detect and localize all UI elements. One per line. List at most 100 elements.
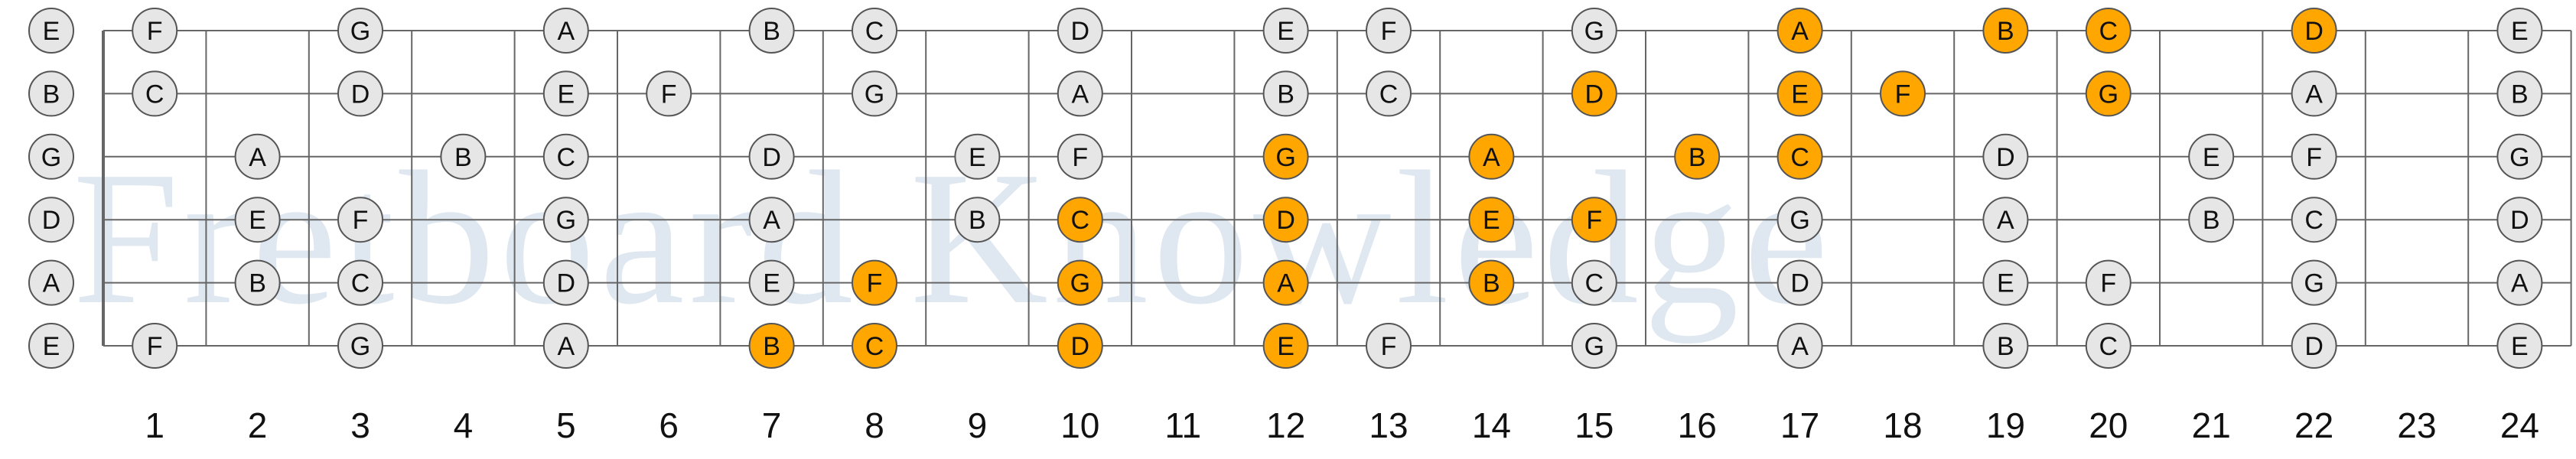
highlighted-note: B — [748, 323, 795, 369]
note-label: B — [2203, 206, 2220, 235]
highlighted-note-marker — [1262, 323, 1309, 369]
highlighted-note-marker — [2085, 70, 2131, 117]
fret-note: E — [2188, 133, 2235, 180]
highlighted-note-marker — [1776, 70, 1823, 117]
note-label: E — [2511, 17, 2529, 46]
note-label: E — [249, 206, 266, 235]
note-marker — [542, 197, 589, 243]
fretboard-grid — [102, 30, 2572, 347]
fret-note: E — [1262, 8, 1309, 54]
note-marker — [1571, 259, 1617, 306]
highlighted-note-marker — [1262, 133, 1309, 180]
note-marker — [748, 259, 795, 306]
note-label: C — [2099, 332, 2118, 361]
fret-number: 10 — [1060, 405, 1099, 445]
note-label: F — [353, 206, 369, 235]
note-marker — [1366, 8, 1412, 54]
note-label: E — [1483, 206, 1500, 235]
note-label: D — [351, 80, 370, 109]
note-label: D — [2304, 332, 2324, 361]
note-marker — [2496, 259, 2543, 306]
highlighted-note-marker — [1674, 133, 1721, 180]
note-marker — [1776, 197, 1823, 243]
fret-note: G — [1776, 197, 1823, 243]
note-label: C — [865, 17, 884, 46]
note-marker — [852, 8, 897, 54]
note-label: E — [1277, 332, 1295, 361]
note-marker — [1982, 197, 2029, 243]
fret-note: B — [2188, 197, 2235, 243]
note-label: C — [1071, 206, 1090, 235]
fret-note: F — [1366, 8, 1412, 54]
highlighted-note-marker — [1057, 323, 1103, 369]
note-marker — [646, 70, 692, 117]
note-marker — [234, 133, 281, 180]
note-label: A — [557, 17, 575, 46]
note-label: E — [2203, 143, 2220, 172]
note-label: F — [147, 332, 163, 361]
highlighted-note: B — [1468, 259, 1515, 306]
fret-note: A — [748, 197, 795, 243]
note-label: A — [1483, 143, 1500, 172]
note-label: A — [1071, 80, 1089, 109]
note-marker — [2085, 259, 2131, 306]
highlighted-note: D — [2291, 8, 2337, 54]
note-marker — [748, 197, 795, 243]
open-string-note: A — [28, 259, 74, 306]
note-label: G — [2304, 269, 2324, 298]
note-label: D — [557, 269, 576, 298]
note-label: D — [1276, 206, 1295, 235]
fret-number: 11 — [1164, 405, 1201, 445]
fret-note: E — [954, 133, 1001, 180]
highlighted-note: B — [1674, 133, 1721, 180]
note-marker — [542, 133, 589, 180]
note-label: A — [1791, 332, 1809, 361]
note-label: D — [1996, 143, 2015, 172]
fret-note: C — [337, 259, 383, 306]
highlighted-note: E — [1262, 323, 1309, 369]
fret-note: D — [2496, 197, 2543, 243]
fret-note: A — [542, 323, 589, 369]
highlighted-note: F — [852, 259, 897, 306]
note-label: G — [350, 332, 370, 361]
note-label: F — [1586, 206, 1602, 235]
note-marker — [1571, 8, 1617, 54]
note-label: F — [1381, 17, 1397, 46]
fret-number: 7 — [762, 405, 782, 445]
note-marker — [337, 323, 383, 369]
fret-note: G — [1571, 8, 1617, 54]
note-label: D — [1585, 80, 1604, 109]
open-string-note: E — [28, 323, 74, 369]
fret-number: 2 — [248, 405, 268, 445]
highlighted-note-marker — [1571, 70, 1617, 117]
fret-note: A — [234, 133, 281, 180]
note-marker — [28, 323, 74, 369]
fret-note: F — [1057, 133, 1103, 180]
fret-number: 3 — [350, 405, 370, 445]
highlighted-note-marker — [2291, 8, 2337, 54]
fret-note: G — [542, 197, 589, 243]
fret-note: A — [2496, 259, 2543, 306]
highlighted-note: G — [1057, 259, 1103, 306]
note-label: B — [249, 269, 266, 298]
fret-note: D — [337, 70, 383, 117]
note-marker — [542, 323, 589, 369]
fret-note: E — [2496, 323, 2543, 369]
note-label: E — [1997, 269, 2014, 298]
note-label: G — [2099, 80, 2118, 109]
note-label: G — [865, 80, 884, 109]
note-marker — [1262, 8, 1309, 54]
note-marker — [542, 70, 589, 117]
highlighted-note: E — [1468, 197, 1515, 243]
note-label: F — [661, 80, 677, 109]
fret-number: 5 — [556, 405, 576, 445]
fret-note: F — [2085, 259, 2131, 306]
fret-number: 23 — [2397, 405, 2436, 445]
note-marker — [2291, 323, 2337, 369]
note-marker — [1057, 70, 1103, 117]
fret-number: 6 — [659, 405, 679, 445]
open-string-note: E — [28, 8, 74, 54]
fret-number: 17 — [1780, 405, 1819, 445]
fret-number: 15 — [1575, 405, 1614, 445]
fret-number: 21 — [2192, 405, 2231, 445]
